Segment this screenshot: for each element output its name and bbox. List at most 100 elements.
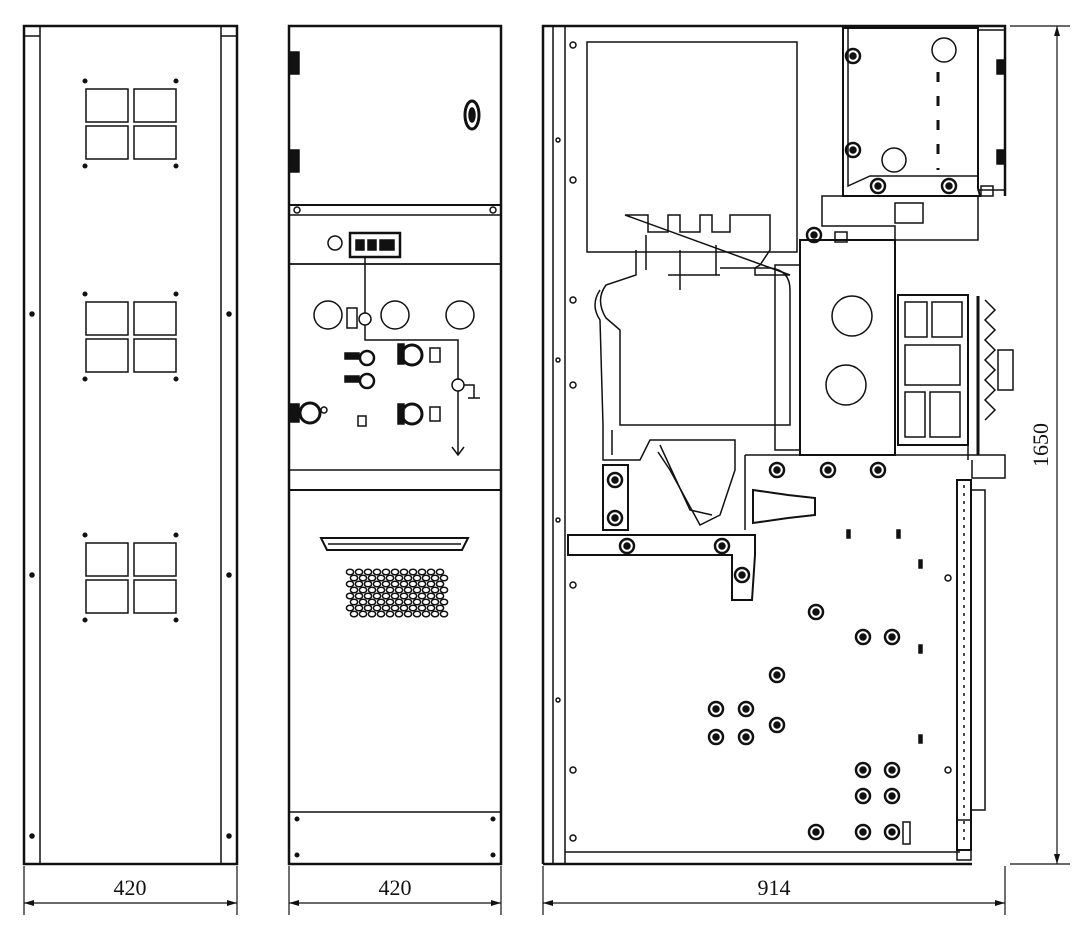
vent-hole: [417, 592, 427, 600]
vent-hole: [345, 568, 355, 576]
vent-hole: [385, 586, 395, 594]
vent-hole: [376, 586, 386, 594]
vent-hole: [430, 574, 440, 582]
vent-hole: [417, 580, 427, 588]
vent-hole: [417, 604, 427, 612]
vent-hole: [435, 568, 445, 576]
vent-window-top: [82, 78, 179, 169]
operating-mechanism: [897, 294, 1014, 460]
dimension-label-front-width: 420: [379, 875, 412, 900]
vent-hole: [390, 568, 400, 576]
vent-hole: [372, 604, 382, 612]
door-hinge-icon: [288, 51, 300, 173]
vent-hole: [376, 574, 386, 582]
vent-hole: [354, 568, 364, 576]
vent-hole: [345, 592, 355, 600]
vent-window-middle: [82, 291, 179, 382]
vent-hole: [354, 580, 364, 588]
vent-hole: [390, 604, 400, 612]
vent-hole: [430, 598, 440, 606]
vent-hole: [367, 598, 377, 606]
dimension-labels: 420 420 914 1650: [114, 423, 1054, 900]
vent-hole: [412, 586, 422, 594]
vent-hole: [403, 574, 413, 582]
dimension-label-height: 1650: [1028, 423, 1053, 467]
vent-hole: [435, 592, 445, 600]
vent-hole: [349, 598, 359, 606]
front-view: [287, 24, 503, 866]
vent-hole: [345, 604, 355, 612]
selector-switch-icon: [397, 343, 441, 426]
vent-hole: [421, 586, 431, 594]
vent-hole: [399, 568, 409, 576]
vent-hole: [394, 598, 404, 606]
vent-hole: [354, 604, 364, 612]
dimension-label-side-width: 420: [114, 875, 147, 900]
vent-hole: [367, 610, 377, 618]
vent-hole: [376, 598, 386, 606]
vent-hole: [372, 580, 382, 588]
key-lock-icon: [344, 349, 376, 390]
vent-hole: [421, 610, 431, 618]
vent-window-bottom: [82, 532, 179, 623]
vent-hole: [394, 574, 404, 582]
vent-hole: [394, 586, 404, 594]
vent-hole: [367, 586, 377, 594]
vent-hole: [385, 574, 395, 582]
vent-hole: [399, 604, 409, 612]
vent-hole: [435, 604, 445, 612]
vent-hole: [412, 574, 422, 582]
vent-hole: [363, 592, 373, 600]
door-handle-icon: [463, 99, 481, 131]
vent-hole: [439, 574, 449, 582]
vent-hole: [408, 592, 418, 600]
vent-hole: [372, 568, 382, 576]
vent-hole: [381, 592, 391, 600]
vent-hole: [426, 568, 436, 576]
vent-hole: [367, 574, 377, 582]
vent-hole: [430, 610, 440, 618]
vent-hole: [358, 598, 368, 606]
vent-hole: [381, 604, 391, 612]
operating-handle-icon: [288, 401, 328, 425]
vent-hole: [345, 580, 355, 588]
vent-hole: [408, 580, 418, 588]
door-pull-handle-icon: [319, 537, 470, 551]
vent-hole: [417, 568, 427, 576]
vent-hole: [363, 568, 373, 576]
vent-hole: [354, 592, 364, 600]
display-meter-icon: [348, 231, 402, 259]
vent-hole: [376, 610, 386, 618]
vent-hole: [349, 610, 359, 618]
vent-hole: [430, 586, 440, 594]
vent-hole: [408, 568, 418, 576]
vent-hole: [435, 580, 445, 588]
vent-hole: [421, 598, 431, 606]
vent-hole: [426, 592, 436, 600]
vent-hole: [399, 580, 409, 588]
dimension-lines: [23, 25, 1070, 915]
vent-hole: [381, 580, 391, 588]
circuit-breaker-body: [594, 214, 801, 526]
vent-hole: [358, 586, 368, 594]
vent-hole: [385, 598, 395, 606]
vent-hole: [399, 592, 409, 600]
vent-hole: [439, 586, 449, 594]
vent-hole: [363, 604, 373, 612]
vent-grille-icon: [345, 568, 449, 618]
vent-hole: [358, 610, 368, 618]
side-panel-view: [22, 24, 239, 866]
vent-hole: [426, 604, 436, 612]
vent-hole: [394, 610, 404, 618]
vent-hole: [403, 598, 413, 606]
vent-hole: [385, 610, 395, 618]
vent-hole: [403, 586, 413, 594]
vent-hole: [412, 610, 422, 618]
vent-hole: [349, 574, 359, 582]
vent-hole: [390, 592, 400, 600]
vent-hole: [349, 586, 359, 594]
vent-hole: [412, 598, 422, 606]
indicator-lamp-icon: [327, 235, 343, 251]
vent-hole: [439, 610, 449, 618]
vent-hole: [372, 592, 382, 600]
